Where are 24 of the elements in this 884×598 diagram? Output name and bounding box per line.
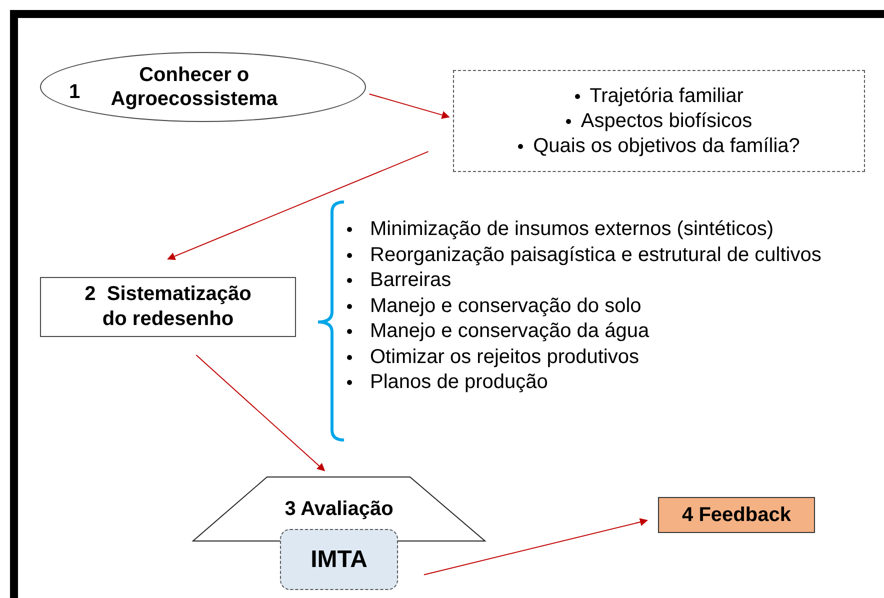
arrow (423, 518, 648, 576)
process-box (40, 277, 296, 337)
dashed-rounded-box (280, 529, 398, 590)
process-box (658, 497, 815, 533)
list-item-text: Aspectos biofísicos (580, 108, 752, 134)
arrow (167, 151, 429, 260)
step-title: 4 Feedback (682, 503, 791, 528)
list-item-text: Otimizar os rejeitos produtivos (370, 344, 639, 370)
list-item-text: Trajetória familiar (590, 84, 744, 108)
arrow (196, 354, 326, 472)
step-title: 3 Avaliação (284, 497, 394, 521)
list-item-text: Planos de produção (370, 370, 548, 395)
step-title: Conhecer o Agroecossistema (110, 63, 279, 111)
list-item-text: Reorganização paisagística e estrutural de cultivos (370, 242, 822, 268)
step-title: 2 Sistematização do redesenho (84, 282, 252, 332)
list-item-text: Manejo e conservação do solo (370, 294, 642, 318)
list-item-text: Quais os objetivos da família? (533, 134, 800, 158)
list-item-text: Manejo e conservação da água (370, 319, 650, 344)
tool-name: IMTA (310, 544, 368, 574)
list-item-text: Minimização de insumos externos (sintéticos) (370, 217, 774, 242)
step-number: 1 (69, 80, 80, 104)
arrow (368, 94, 450, 119)
list-item-text: Barreiras (370, 268, 452, 293)
dashed-box (453, 70, 865, 172)
